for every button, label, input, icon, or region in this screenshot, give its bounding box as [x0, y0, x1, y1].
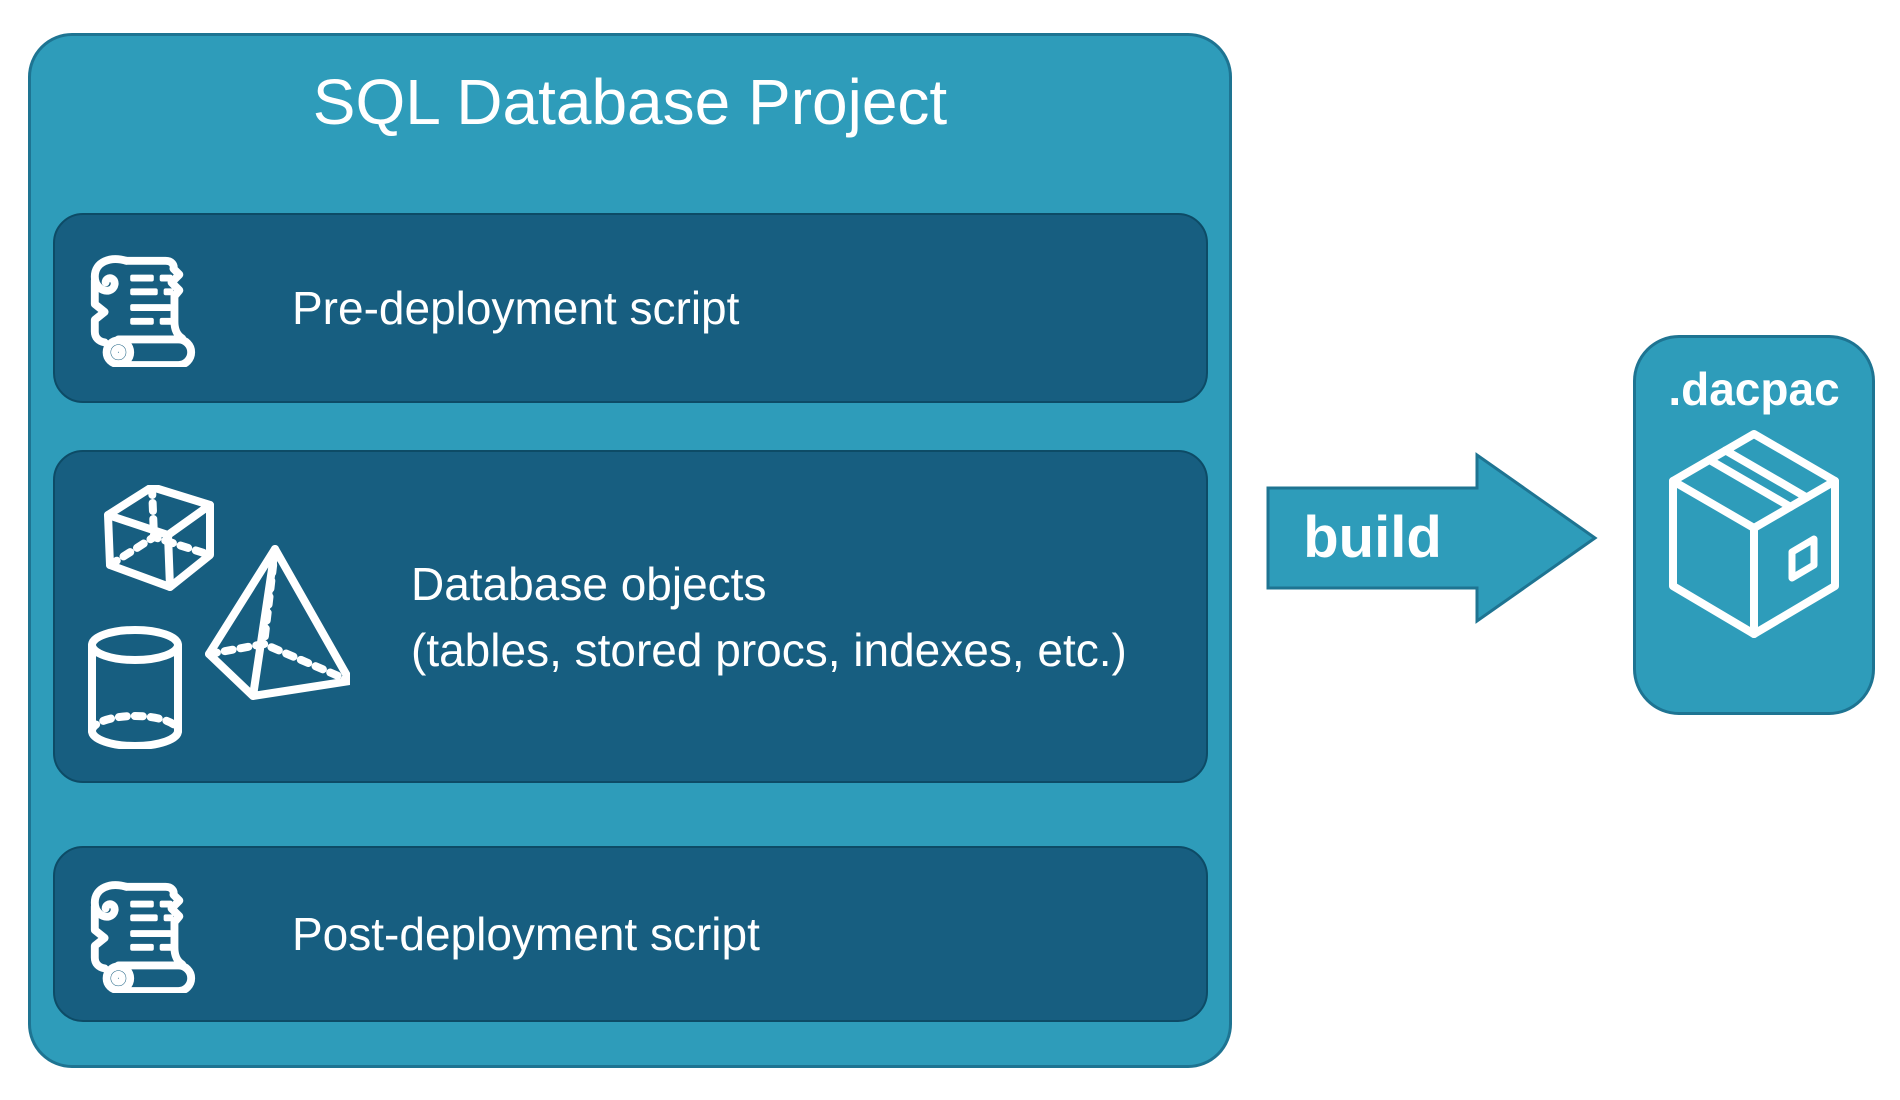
sql-database-project-box: SQL Database Project Pr	[28, 33, 1232, 1068]
database-objects-line2: (tables, stored procs, indexes, etc.)	[411, 623, 1127, 676]
pre-deployment-label: Pre-deployment script	[292, 282, 740, 334]
database-objects-line1: Database objects	[411, 557, 767, 610]
database-objects-row: Database objects (tables, stored procs, …	[53, 450, 1208, 783]
database-shapes-icon	[88, 484, 350, 749]
post-deployment-label: Post-deployment script	[292, 908, 760, 960]
pre-deployment-row: Pre-deployment script	[53, 213, 1208, 403]
database-objects-label: Database objects (tables, stored procs, …	[411, 551, 1127, 683]
project-title: SQL Database Project	[312, 66, 948, 138]
build-arrow	[1266, 452, 1598, 624]
scroll-icon	[90, 881, 196, 993]
scroll-icon	[90, 255, 196, 367]
post-deployment-row: Post-deployment script	[53, 846, 1208, 1022]
dacpac-box: .dacpac	[1633, 335, 1875, 715]
build-arrow-label: build	[1303, 505, 1442, 570]
package-icon	[1669, 430, 1839, 638]
dacpac-title: .dacpac	[1668, 363, 1840, 415]
